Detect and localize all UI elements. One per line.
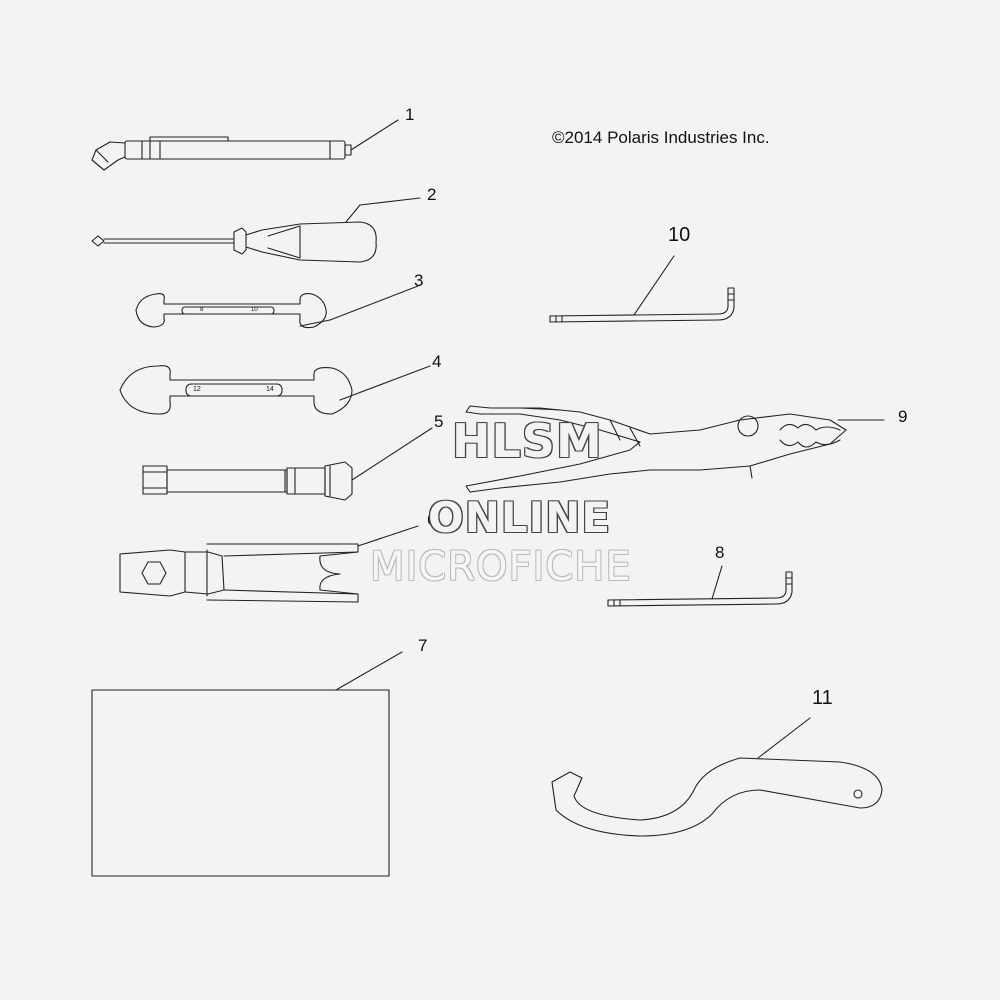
spark-plug-socket xyxy=(142,427,433,501)
manual-book xyxy=(91,651,403,877)
callout-2: 2 xyxy=(427,185,437,204)
watermark-line-3: MICROFICHE xyxy=(370,544,632,590)
callout-7: 7 xyxy=(418,636,428,655)
wrench-large-marking-a: 12 xyxy=(193,386,201,393)
wrench-large-marking-b: 14 xyxy=(266,386,274,393)
callout-5: 5 xyxy=(434,412,444,431)
pliers xyxy=(465,405,885,493)
hex-key-large xyxy=(549,255,735,323)
callout-4: 4 xyxy=(432,352,442,371)
watermark-line-1: HLSM xyxy=(452,414,603,468)
wrench-small-marking-a: 8 xyxy=(200,307,204,313)
wrench-small-marking-b: 10 xyxy=(251,307,258,313)
spark-plug-tool xyxy=(119,525,419,603)
callout-1: 1 xyxy=(405,105,415,124)
watermark-line-2: ONLINE xyxy=(428,493,612,542)
wrench-12-14 xyxy=(119,365,431,415)
hex-key-small xyxy=(607,565,793,607)
screwdriver xyxy=(91,197,421,263)
callout-11: 11 xyxy=(812,687,833,709)
callout-6: 6 xyxy=(427,510,437,529)
callout-10: 10 xyxy=(668,224,691,246)
callout-9: 9 xyxy=(898,407,908,426)
wrench-8-10 xyxy=(135,285,419,329)
callout-3: 3 xyxy=(414,271,424,290)
copyright-notice: ©2014 Polaris Industries Inc. xyxy=(552,128,770,147)
pressure-gauge xyxy=(91,119,399,171)
spanner-wrench xyxy=(551,717,883,837)
callout-8: 8 xyxy=(715,543,725,562)
